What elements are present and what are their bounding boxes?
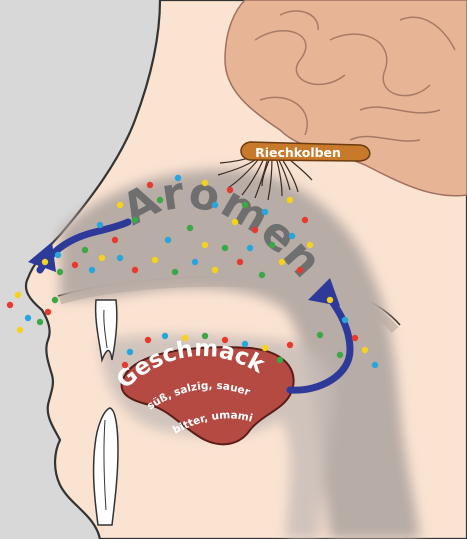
aroma-particle-icon [237,259,243,265]
aroma-particle-icon [192,259,198,265]
aroma-particle-icon [362,347,368,353]
aroma-particle-icon [112,237,118,243]
aroma-particle-icon [259,272,265,278]
aroma-particle-icon [202,242,208,248]
aroma-particle-icon [117,202,123,208]
aroma-particle-icon [287,197,293,203]
aroma-particle-icon [147,182,153,188]
aroma-particle-icon [242,202,248,208]
aroma-particle-icon [17,327,23,333]
aroma-particle-icon [152,257,158,263]
aroma-particle-icon [117,255,123,261]
aroma-particle-icon [172,269,178,275]
aroma-particle-icon [182,335,188,341]
aroma-particle-icon [212,267,218,273]
aroma-particle-icon [57,269,63,275]
aroma-particle-icon [287,342,293,348]
aroma-particle-icon [247,245,253,251]
aroma-particle-icon [122,362,128,368]
aroma-particle-icon [297,267,303,273]
aroma-particle-icon [327,297,333,303]
aroma-particle-icon [187,225,193,231]
aroma-particle-icon [269,242,275,248]
aroma-particle-icon [342,317,348,323]
aroma-particle-icon [99,255,105,261]
aroma-particle-icon [15,292,21,298]
aroma-particle-icon [279,259,285,265]
aroma-particle-icon [25,315,31,321]
aroma-particle-icon [222,245,228,251]
aroma-particle-icon [242,341,248,347]
aroma-particle-icon [127,349,133,355]
aroma-particle-icon [165,237,171,243]
aroma-particle-icon [372,362,378,368]
aroma-particle-icon [97,222,103,228]
aroma-particle-icon [132,217,138,223]
aroma-particle-icon [307,242,313,248]
aroma-particle-icon [7,302,13,308]
aroma-particle-icon [277,357,283,363]
aroma-particle-icon [175,175,181,181]
aroma-particle-icon [262,209,268,215]
aroma-particle-icon [89,267,95,273]
aroma-particle-icon [289,233,295,239]
aroma-particle-icon [202,180,208,186]
aroma-particle-icon [162,333,168,339]
aroma-particle-icon [252,227,258,233]
aroma-particle-icon [302,217,308,223]
aroma-particle-icon [157,197,163,203]
aroma-particle-icon [52,297,58,303]
aroma-particle-icon [212,202,218,208]
aroma-particle-icon [222,337,228,343]
aroma-particle-icon [55,252,61,258]
aroma-particle-icon [82,247,88,253]
aroma-particle-icon [227,187,233,193]
aroma-particle-icon [262,345,268,351]
olfactory-bulb-label: Riechkolben [255,145,341,160]
aroma-particle-icon [37,319,43,325]
aroma-particle-icon [202,333,208,339]
aroma-particle-icon [145,337,151,343]
aroma-particle-icon [72,262,78,268]
aroma-particle-icon [45,309,51,315]
aroma-particle-icon [42,259,48,265]
aroma-particle-icon [317,332,323,338]
aroma-particle-icon [232,219,238,225]
aroma-particle-icon [132,267,138,273]
aroma-particle-icon [352,335,358,341]
aroma-particle-icon [337,352,343,358]
